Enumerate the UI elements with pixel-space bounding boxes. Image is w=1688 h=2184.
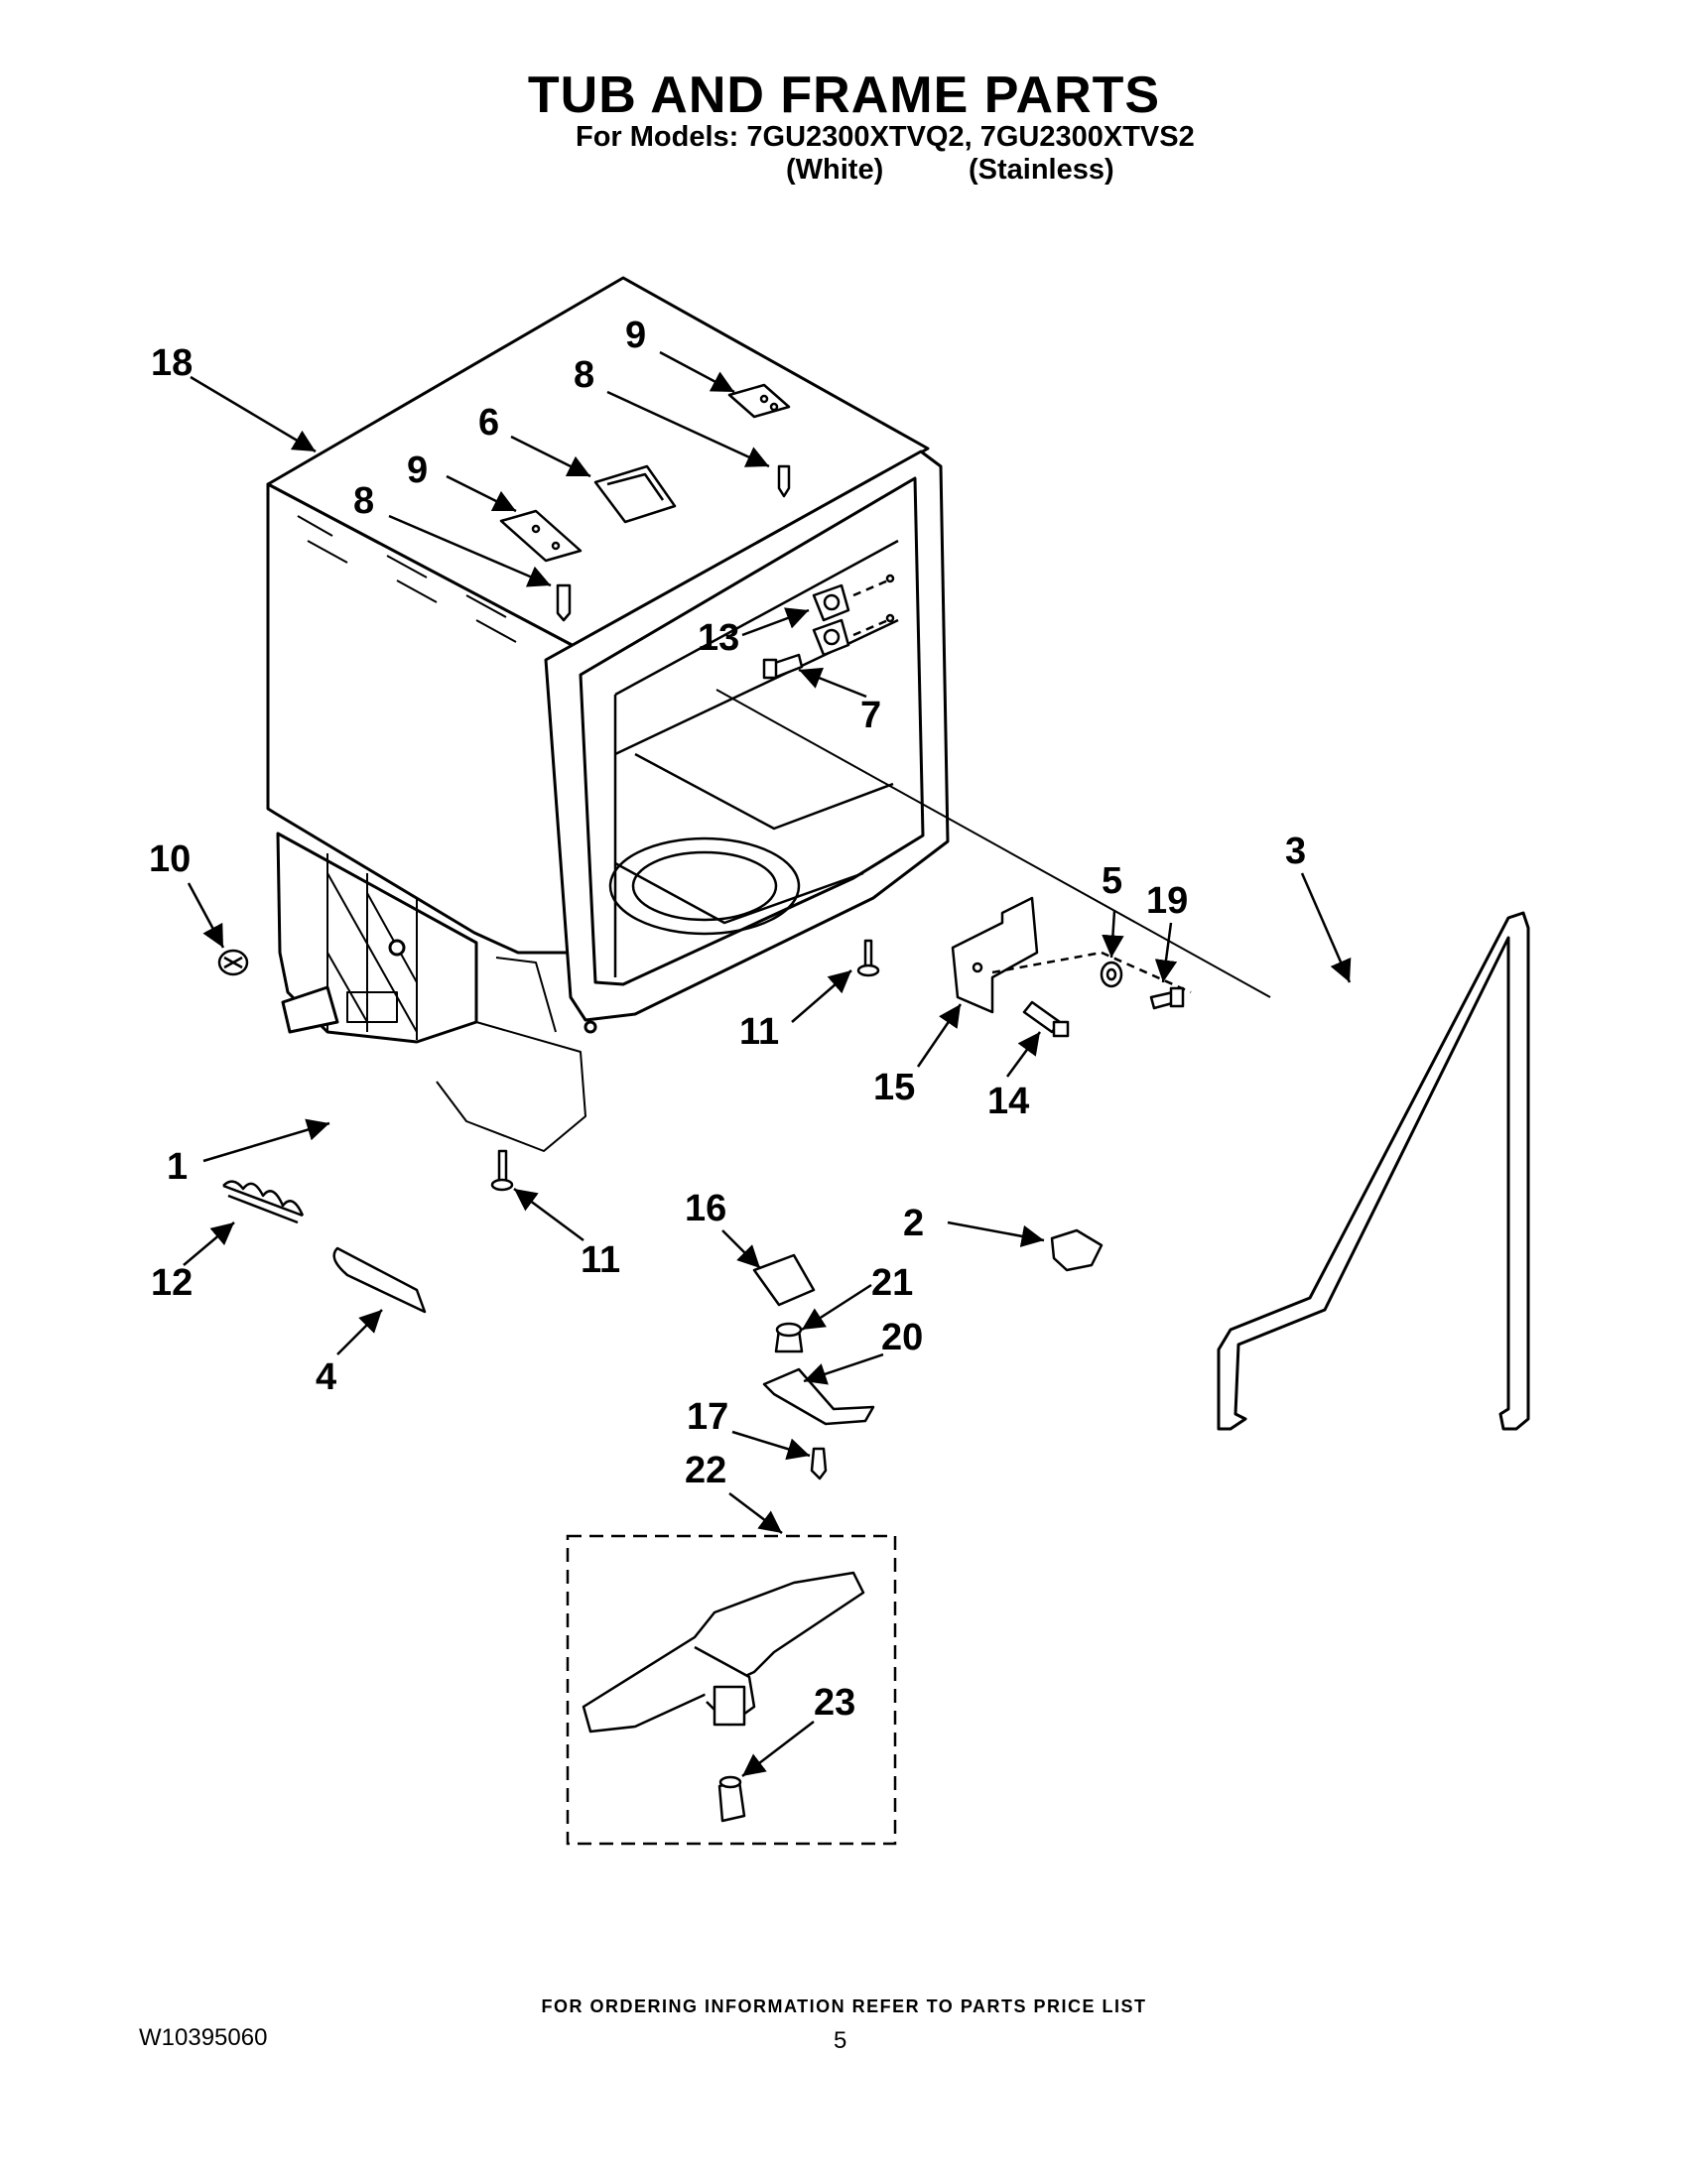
callout-15: 15: [873, 1067, 915, 1108]
document-number: W10395060: [139, 2024, 268, 2051]
callout-23: 23: [814, 1682, 855, 1724]
callout-18: 18: [151, 342, 193, 384]
screw-top: [777, 464, 791, 498]
leveling-leg-right: [863, 939, 873, 969]
hinge-bracket-left: [499, 509, 583, 563]
page-title: TUB AND FRAME PARTS: [527, 66, 1161, 124]
callout-3: 3: [1285, 831, 1306, 872]
callout-10: 10: [149, 838, 191, 880]
screw-left: [556, 583, 572, 622]
finish-white: (White): [786, 154, 884, 186]
callout-6: 6: [478, 402, 499, 444]
callout-11-right: 11: [739, 1011, 779, 1053]
callout-16: 16: [685, 1188, 726, 1229]
callout-7: 7: [860, 695, 881, 736]
shim-plate: [752, 1253, 816, 1307]
mounting-bracket: [951, 896, 1039, 1014]
callout-17: 17: [687, 1396, 728, 1438]
models-line: For Models: 7GU2300XTVQ2, 7GU2300XTVS2: [576, 121, 1195, 153]
label-plate: [593, 464, 677, 524]
screw-14: [1022, 1000, 1062, 1034]
callout-13: 13: [698, 617, 739, 659]
spray-arm-manifold: [582, 1571, 865, 1734]
callout-21: 21: [871, 1262, 913, 1304]
callout-4: 4: [316, 1356, 336, 1398]
callout-11-left: 11: [581, 1239, 620, 1281]
callout-1: 1: [167, 1146, 188, 1188]
spring-cover: [332, 1246, 427, 1314]
callout-14: 14: [987, 1081, 1029, 1122]
screw-17: [810, 1447, 828, 1480]
leveling-leg-left: [497, 1149, 508, 1183]
spring: [222, 1180, 305, 1217]
callout-8-top: 8: [574, 354, 594, 396]
page-number: 5: [834, 2027, 847, 2054]
callout-9-top: 9: [625, 315, 646, 356]
callout-12: 12: [151, 1262, 193, 1304]
callout-2: 2: [903, 1203, 924, 1244]
finish-stainless: (Stainless): [969, 154, 1114, 186]
callout-5: 5: [1102, 860, 1122, 902]
callout-19: 19: [1146, 880, 1188, 922]
door-gasket: [1217, 911, 1530, 1431]
spray-arm-group-box: [566, 1534, 897, 1846]
bumper: [1050, 1228, 1104, 1272]
ordering-info: FOR ORDERING INFORMATION REFER TO PARTS …: [541, 1996, 1147, 2016]
callout-9-left: 9: [407, 450, 428, 491]
callout-8-left: 8: [353, 480, 374, 522]
callout-labels: 18 9 8 6 9 8 13 7 10 3 5 19 11 15 14 1 1…: [149, 315, 1306, 1724]
callout-22: 22: [685, 1450, 726, 1491]
callout-20: 20: [881, 1317, 923, 1358]
